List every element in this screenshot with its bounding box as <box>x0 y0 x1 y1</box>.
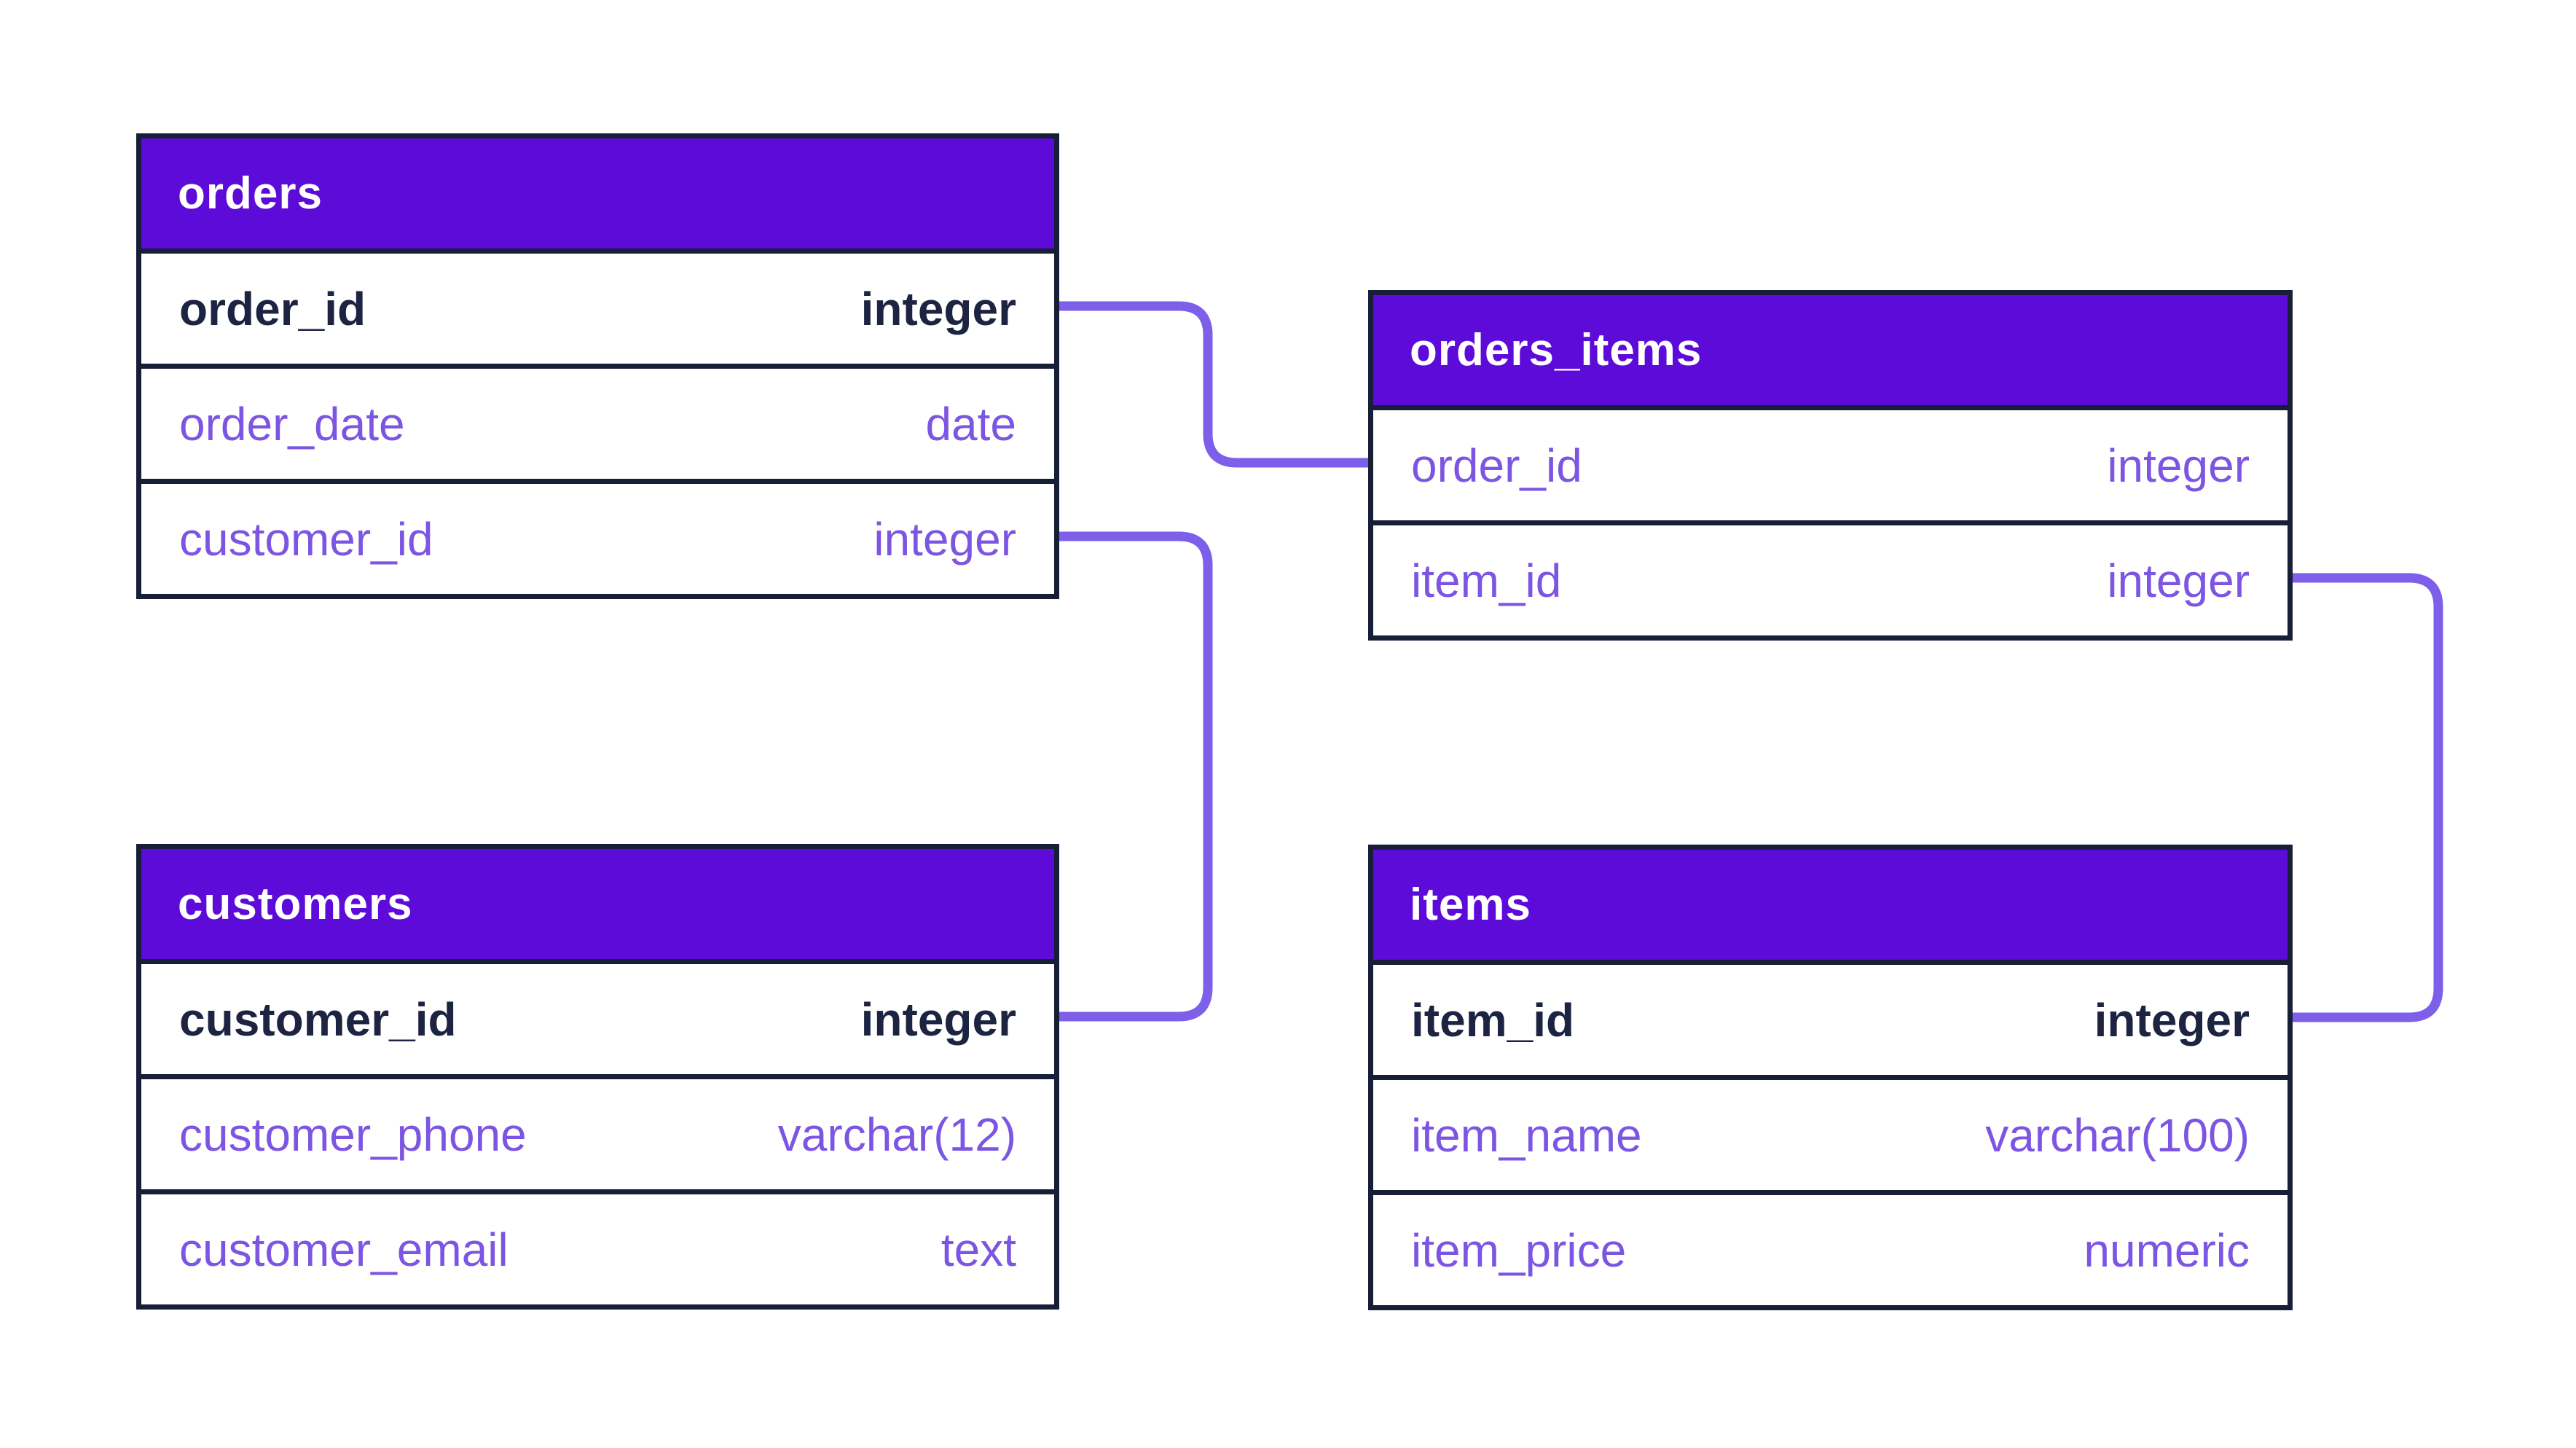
connector-orders-customers <box>1055 531 1213 1022</box>
table-row: item_name varchar(100) <box>1373 1075 2288 1190</box>
table-orders-items-header: orders_items <box>1373 295 2288 405</box>
table-title: customers <box>178 879 413 929</box>
column-name: customer_email <box>179 1223 508 1276</box>
column-type: varchar(100) <box>1985 1108 2250 1162</box>
table-row: order_id integer <box>141 248 1054 364</box>
column-name: order_id <box>179 282 366 335</box>
table-row: customer_email text <box>141 1189 1054 1304</box>
table-row: customer_id integer <box>141 479 1054 594</box>
column-name: order_date <box>179 397 405 450</box>
column-type: integer <box>860 282 1016 335</box>
table-row: customer_phone varchar(12) <box>141 1074 1054 1189</box>
table-orders-items[interactable]: orders_items order_id integer item_id in… <box>1368 290 2293 641</box>
table-items[interactable]: items item_id integer item_name varchar(… <box>1368 845 2293 1310</box>
column-type: integer <box>2094 993 2250 1046</box>
connector-ordersitems-items <box>2288 573 2443 1022</box>
table-customers-header: customers <box>141 849 1054 959</box>
column-type: integer <box>2107 554 2250 607</box>
table-orders[interactable]: orders order_id integer order_date date … <box>136 133 1059 599</box>
column-type: integer <box>873 512 1016 565</box>
table-title: items <box>1410 880 1531 930</box>
table-orders-header: orders <box>141 138 1054 248</box>
table-row: order_id integer <box>1373 405 2288 520</box>
table-title: orders_items <box>1410 325 1703 375</box>
connector-orders-ordersitems <box>1055 301 1373 468</box>
column-type: date <box>925 397 1016 450</box>
column-name: customer_id <box>179 512 433 565</box>
column-name: item_price <box>1411 1224 1627 1277</box>
column-type: integer <box>2107 439 2250 492</box>
column-name: item_name <box>1411 1108 1642 1162</box>
table-row: item_id integer <box>1373 960 2288 1075</box>
column-type: integer <box>860 993 1016 1046</box>
column-type: varchar(12) <box>777 1108 1016 1161</box>
table-items-header: items <box>1373 850 2288 960</box>
column-type: numeric <box>2084 1224 2250 1277</box>
column-name: item_id <box>1411 554 1562 607</box>
table-row: item_id integer <box>1373 520 2288 635</box>
column-name: order_id <box>1411 439 1582 492</box>
column-name: customer_id <box>179 993 457 1046</box>
table-row: order_date date <box>141 364 1054 479</box>
column-type: text <box>941 1223 1016 1276</box>
column-name: item_id <box>1411 993 1575 1046</box>
table-row: item_price numeric <box>1373 1190 2288 1305</box>
column-name: customer_phone <box>179 1108 527 1161</box>
table-customers[interactable]: customers customer_id integer customer_p… <box>136 844 1059 1310</box>
table-title: orders <box>178 168 323 219</box>
table-row: customer_id integer <box>141 959 1054 1074</box>
